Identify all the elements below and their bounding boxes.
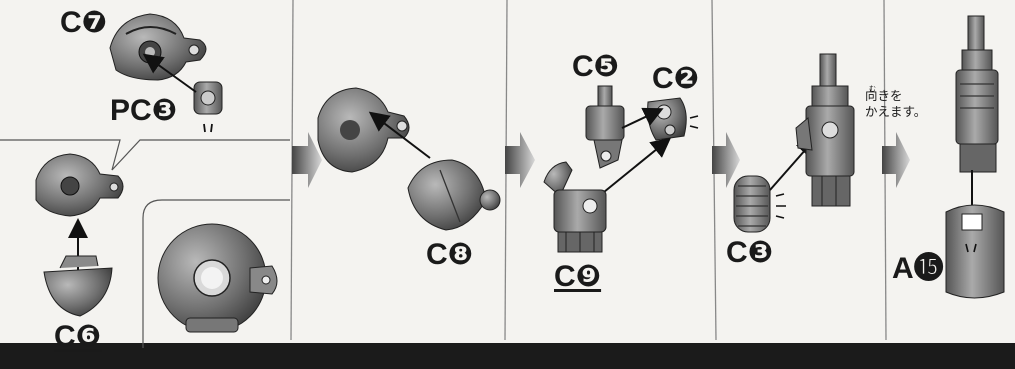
step-arrow-4: [882, 132, 910, 188]
arrow-c9-c2: [603, 137, 672, 193]
step-arrow-2: [505, 132, 535, 188]
label-c9: C❾: [554, 260, 602, 293]
part-c9: [543, 161, 607, 253]
part-torso-step4: [795, 53, 855, 207]
label-c8: C❽: [426, 238, 474, 271]
note-line1: 向きを: [865, 88, 903, 103]
part-c5: [585, 85, 625, 169]
part-torso-step5: [955, 15, 999, 173]
label-c3: C❸: [726, 236, 774, 269]
note-line2: かえます。: [865, 104, 927, 119]
label-a15: A⓯: [892, 252, 944, 285]
part-c7: [109, 13, 207, 81]
part-pc3: [193, 81, 223, 133]
part-c3: [733, 175, 786, 233]
arrow-c5-c2: [621, 107, 664, 129]
part-a15: [945, 204, 1005, 299]
part-assembly-step2: [317, 87, 410, 173]
orientation-note: む向きを かえます。: [865, 85, 949, 120]
arrow-c8: [368, 111, 431, 159]
label-c2: C❷: [652, 62, 700, 95]
part-c6: [43, 255, 113, 317]
part-c8: [407, 159, 501, 231]
label-c6: C❻: [54, 320, 102, 353]
part-c6-assembly: [35, 153, 124, 217]
step-arrow-3: [712, 132, 740, 188]
label-c7: C❼: [60, 6, 108, 39]
label-pc3: PC❸: [110, 94, 178, 127]
detail-callout: [0, 139, 290, 348]
bottom-rule: [0, 343, 1015, 369]
part-detail-ball: [157, 223, 278, 333]
arrow-pc3-to-c7: [142, 53, 197, 93]
part-c2: [647, 97, 699, 141]
note-ruby: む: [869, 85, 876, 93]
step-arrow-1: [292, 132, 322, 188]
label-c5: C❺: [572, 50, 620, 83]
